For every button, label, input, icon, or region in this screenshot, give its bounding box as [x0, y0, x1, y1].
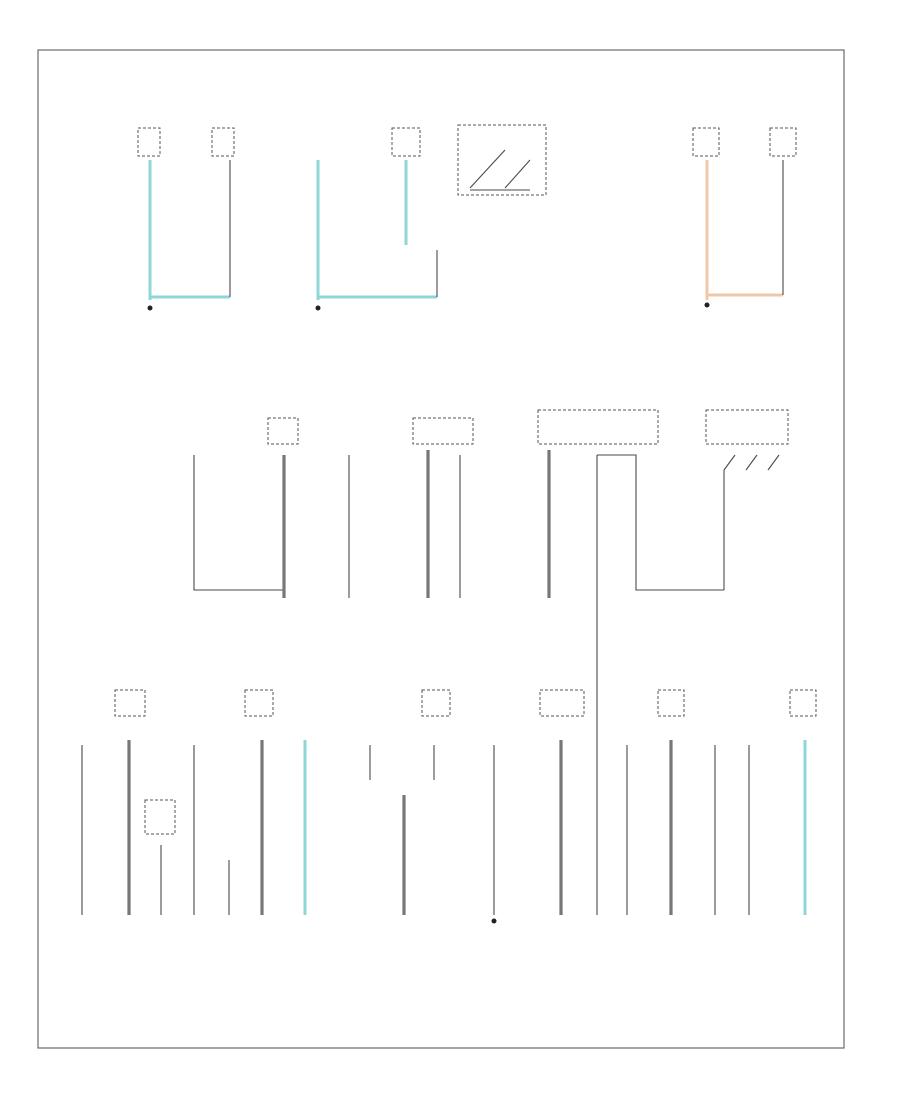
switch-contact [723, 454, 780, 471]
component-connector [211, 127, 235, 157]
top-group-3 [457, 124, 547, 196]
component-connector [539, 689, 585, 717]
component-connector [789, 689, 817, 717]
top-group-2 [315, 127, 438, 311]
ground-point [315, 305, 321, 311]
component-connector [657, 689, 685, 717]
component-connector [692, 127, 720, 157]
component-connector [391, 127, 421, 157]
component-connector [137, 127, 161, 157]
component-connector [769, 127, 797, 157]
ground-point [147, 305, 153, 311]
switch-contact [469, 149, 506, 189]
diagram-border [37, 49, 845, 1049]
ground-wire [597, 454, 724, 591]
top-section [137, 124, 797, 311]
top-group-1 [137, 127, 235, 311]
component-connector [412, 417, 474, 445]
component-connector [705, 409, 789, 445]
top-group-4 [692, 127, 797, 308]
component-connector [267, 417, 299, 445]
switch-contact [504, 159, 531, 189]
component-connector [537, 409, 659, 445]
ground-wire [193, 455, 284, 591]
bottom-section [81, 689, 817, 924]
component-connector [457, 124, 547, 196]
ground-point [704, 302, 710, 308]
component-connector [421, 689, 451, 717]
component-connector [244, 689, 274, 717]
middle-section [193, 409, 789, 915]
ground-point [491, 918, 497, 924]
component-connector [114, 689, 146, 717]
component-connector [144, 799, 176, 835]
